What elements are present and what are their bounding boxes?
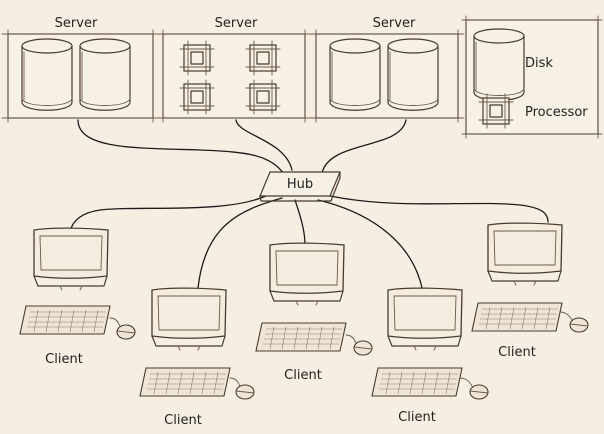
server-2: Server: [156, 16, 312, 123]
legend-processor-label: Processor: [525, 105, 588, 120]
processor-icon: [179, 40, 215, 76]
legend-disk-label: Disk: [525, 56, 553, 71]
client-label: Client: [164, 413, 202, 428]
wire-client-3: [294, 199, 306, 246]
processor-icon: [179, 79, 215, 115]
keyboard-icon: [139, 367, 231, 397]
monitor-icon: [487, 222, 563, 286]
client-label: Client: [498, 345, 536, 360]
mouse-icon: [569, 317, 589, 333]
keyboard-icon: [471, 302, 563, 332]
server-label: Server: [215, 16, 258, 31]
wire-client-1: [69, 193, 271, 233]
wire-server-2: [235, 119, 293, 171]
processor-icon: [245, 79, 281, 115]
disk-icon: [473, 28, 525, 101]
hub: Hub: [259, 171, 341, 202]
client-5: Client: [471, 222, 589, 360]
monitor-icon: [387, 287, 463, 351]
client-1: Client: [19, 227, 136, 367]
keyboard-icon: [255, 322, 347, 352]
client-4: Client: [371, 287, 489, 425]
wire-server-3: [321, 119, 407, 174]
monitor-icon: [151, 287, 227, 351]
disk-icon: [79, 38, 131, 111]
processor-icon: [478, 93, 514, 129]
client-label: Client: [398, 410, 436, 425]
disk-icon: [329, 38, 381, 111]
wire-client-4: [317, 199, 423, 289]
monitor-icon: [269, 242, 345, 306]
server-3: Server: [309, 16, 465, 123]
disk-icon: [21, 38, 73, 111]
disk-icon: [387, 38, 439, 111]
wire-client-5: [329, 195, 549, 223]
hub-box: [259, 171, 341, 197]
wire-server-1: [77, 119, 286, 176]
client-2: Client: [139, 287, 255, 428]
monitor-icon: [33, 227, 109, 291]
hub-label: Hub: [287, 177, 313, 192]
mouse-icon: [235, 384, 255, 400]
client-label: Client: [45, 352, 83, 367]
mouse-icon: [116, 324, 136, 340]
keyboard-icon: [371, 367, 463, 397]
processor-icon: [245, 40, 281, 76]
mouse-icon: [469, 384, 489, 400]
client-3: Client: [255, 242, 373, 383]
mouse-icon: [353, 340, 373, 356]
keyboard-icon: [19, 305, 111, 335]
legend: Disk Processor: [461, 15, 603, 139]
server-label: Server: [373, 16, 416, 31]
server-1: Server: [1, 16, 160, 123]
server-label: Server: [55, 16, 98, 31]
network-wires: [69, 119, 549, 289]
client-label: Client: [284, 368, 322, 383]
wire-client-2: [197, 197, 283, 289]
